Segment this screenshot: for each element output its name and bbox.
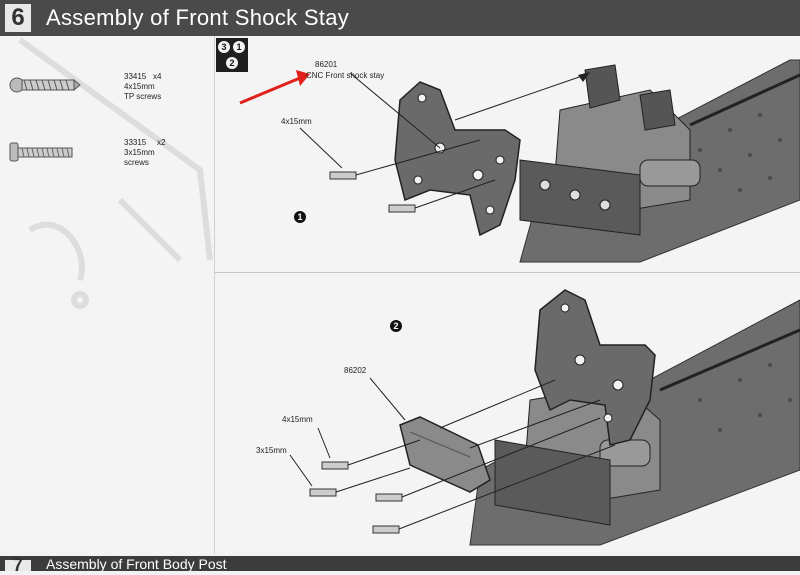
machine-screw-icon — [9, 142, 73, 162]
panel-divider — [215, 272, 800, 273]
step1-part-name: CNC Front shock stay — [306, 71, 385, 80]
part-33315-size: 3x15mm — [124, 148, 155, 157]
tp-screw-icon — [9, 77, 81, 93]
red-pointer-arrow-icon — [239, 70, 310, 105]
part-33315-number: 33315 — [124, 138, 147, 147]
next-step-title: Assembly of Front Body Post — [46, 556, 227, 572]
step1-marker: 1 — [294, 211, 306, 223]
assembly-lines-step2 — [289, 377, 616, 530]
parts-list-panel — [0, 36, 215, 554]
step2-screw-label-4x15: 4x15mm — [282, 415, 313, 424]
screws-step1 — [329, 171, 416, 213]
step1-screw-label: 4x15mm — [281, 117, 312, 126]
stage-marker-2: 2 — [226, 57, 238, 69]
part-33415-size: 4x15mm — [124, 82, 155, 91]
arrow-head-icon — [578, 72, 590, 82]
part-33315-name: screws — [124, 158, 149, 167]
next-step-header — [0, 556, 800, 571]
step2-part-number: 86202 — [344, 366, 367, 375]
step-title: Assembly of Front Shock Stay — [46, 5, 350, 30]
stage-marker-1: 1 — [233, 41, 245, 53]
part-33315-qty: x2 — [157, 138, 166, 147]
part-33415-name: TP screws — [124, 92, 162, 101]
step2-screw-label-3x15: 3x15mm — [256, 446, 287, 455]
step-number: 6 — [5, 4, 31, 32]
brace-86202 — [399, 416, 491, 493]
background-ghost — [18, 37, 213, 309]
part-33415-number: 33415 — [124, 72, 147, 81]
step-header — [0, 0, 800, 36]
stage-marker-3: 3 — [218, 41, 230, 53]
front-shock-stay-step1 — [394, 81, 521, 237]
step1-part-number: 86201 — [315, 60, 338, 69]
front-shock-stay-step2 — [534, 289, 656, 446]
screws-step2 — [309, 461, 403, 534]
next-step-number: 7 — [5, 556, 31, 574]
step2-marker: 2 — [390, 320, 402, 332]
assembly-lines-step1 — [299, 72, 586, 209]
gearbox-step1 — [519, 64, 701, 236]
part-33415-qty: x4 — [153, 72, 162, 81]
